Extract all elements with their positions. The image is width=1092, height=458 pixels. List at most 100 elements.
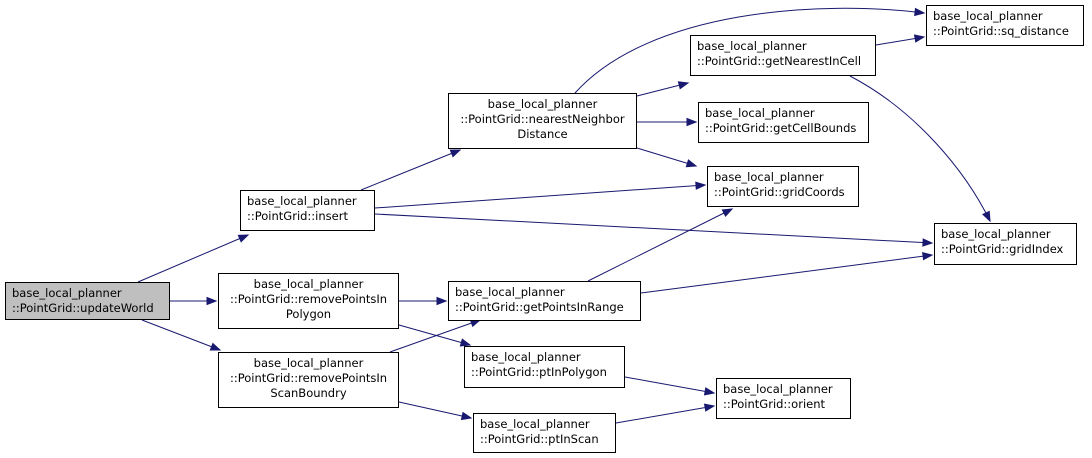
edge-getPointsInRange-gridCoords-line xyxy=(587,208,733,282)
node-updateWorld: base_local_planner ::PointGrid::updateWo… xyxy=(5,282,170,320)
edge-removePointsInScanBoundry-ptInScan xyxy=(398,401,473,421)
node-nearestNeighborDistance-line1: base_local_planner xyxy=(487,97,598,111)
edge-getPointsInRange-gridCoords xyxy=(587,208,734,282)
edge-updateWorld-removePointsInScanBoundry xyxy=(141,319,222,351)
node-getPointsInRange-line1: base_local_planner xyxy=(455,285,565,299)
node-gridCoords-line1: base_local_planner xyxy=(714,170,824,184)
edge-updateWorld-removePointsInPolygon-arrowhead xyxy=(206,296,218,306)
node-removePointsInPolygon-line2: ::PointGrid::removePointsIn xyxy=(229,292,388,306)
edge-insert-gridIndex-arrowhead xyxy=(922,238,934,247)
edge-insert-nearestNeighborDistance-line xyxy=(360,149,461,191)
edge-nearestNeighborDistance-gridCoords xyxy=(636,147,698,168)
node-insert[interactable]: base_local_planner ::PointGrid::insert xyxy=(240,190,375,231)
edge-removePointsInScanBoundry-ptInScan-arrowhead xyxy=(460,411,473,421)
edge-removePointsInScanBoundry-ptInScan-line xyxy=(398,401,472,419)
edge-nearestNeighborDistance-sq_distance-arrowhead xyxy=(914,7,926,17)
edge-ptInScan-orient-arrowhead xyxy=(703,403,716,412)
node-removePointsInScanBoundry-line1: base_local_planner xyxy=(253,356,364,370)
edge-insert-nearestNeighborDistance-arrowhead xyxy=(449,149,462,158)
edge-removePointsInScanBoundry-getPointsInRange-line xyxy=(389,319,481,353)
node-getPointsInRange[interactable]: base_local_planner ::PointGrid::getPoint… xyxy=(448,281,641,321)
node-getCellBounds[interactable]: base_local_planner ::PointGrid::getCellB… xyxy=(698,102,869,143)
node-gridCoords[interactable]: base_local_planner ::PointGrid::gridCoor… xyxy=(707,166,859,207)
edge-updateWorld-removePointsInPolygon xyxy=(170,296,218,306)
edge-updateWorld-insert-arrowhead xyxy=(237,234,250,243)
edge-removePointsInPolygon-getPointsInRange xyxy=(399,296,448,306)
node-getCellBounds-line2: ::PointGrid::getCellBounds xyxy=(705,121,857,135)
node-removePointsInPolygon-line3: Polygon xyxy=(285,307,332,321)
node-sq_distance-line1: base_local_planner xyxy=(933,9,1043,23)
node-gridIndex-line2: ::PointGrid::gridIndex xyxy=(941,242,1064,256)
edge-getPointsInRange-gridIndex xyxy=(640,252,934,294)
edge-insert-gridCoords-arrowhead xyxy=(695,181,707,190)
edge-getNearestInCell-gridIndex-line xyxy=(849,75,991,222)
node-orient-line1: base_local_planner xyxy=(723,382,833,396)
edge-getPointsInRange-gridIndex-line xyxy=(640,254,933,294)
edge-removePointsInPolygon-getPointsInRange-arrowhead xyxy=(436,296,448,306)
node-ptInScan-line2: ::PointGrid::ptInScan xyxy=(480,432,599,446)
node-ptInPolygon-line2: ::PointGrid::ptInPolygon xyxy=(471,365,607,379)
node-getNearestInCell-line1: base_local_planner xyxy=(697,39,807,53)
edge-nearestNeighborDistance-sq_distance-line xyxy=(574,7,925,94)
node-sq_distance[interactable]: base_local_planner ::PointGrid::sq_dista… xyxy=(926,5,1084,46)
edge-removePointsInPolygon-ptInPolygon-line xyxy=(398,324,471,346)
node-removePointsInPolygon[interactable]: base_local_planner ::PointGrid::removePo… xyxy=(218,273,399,329)
edge-ptInPolygon-orient xyxy=(624,376,716,396)
edge-insert-gridCoords xyxy=(374,181,707,209)
node-insert-line1: base_local_planner xyxy=(247,194,357,208)
node-nearestNeighborDistance[interactable]: base_local_planner ::PointGrid::nearestN… xyxy=(448,93,637,149)
edge-nearestNeighborDistance-getCellBounds-arrowhead xyxy=(686,117,698,127)
node-nearestNeighborDistance-line3: Distance xyxy=(517,127,568,141)
edge-nearestNeighborDistance-getNearestInCell xyxy=(636,81,690,97)
node-ptInPolygon[interactable]: base_local_planner ::PointGrid::ptInPoly… xyxy=(464,346,625,388)
node-gridIndex-line1: base_local_planner xyxy=(941,227,1051,241)
node-gridCoords-line2: ::PointGrid::gridCoords xyxy=(714,185,845,199)
node-getCellBounds-line1: base_local_planner xyxy=(705,106,815,120)
node-getPointsInRange-line2: ::PointGrid::getPointsInRange xyxy=(455,300,624,314)
edge-updateWorld-removePointsInScanBoundry-line xyxy=(141,319,221,351)
edge-getPointsInRange-gridCoords-arrowhead xyxy=(721,208,734,218)
node-orient[interactable]: base_local_planner ::PointGrid::orient xyxy=(716,378,851,419)
edge-updateWorld-insert-line xyxy=(137,234,249,283)
edge-nearestNeighborDistance-getNearestInCell-arrowhead xyxy=(677,81,690,90)
edge-updateWorld-insert xyxy=(137,234,250,283)
edge-removePointsInPolygon-ptInPolygon-arrowhead xyxy=(459,338,472,347)
edge-insert-gridIndex-line xyxy=(374,213,933,244)
node-removePointsInPolygon-line1: base_local_planner xyxy=(253,277,364,291)
edge-ptInScan-orient-line xyxy=(615,405,715,424)
edge-nearestNeighborDistance-sq_distance xyxy=(574,7,926,94)
node-updateWorld-line2: ::PointGrid::updateWorld xyxy=(12,301,154,315)
node-ptInScan-line1: base_local_planner xyxy=(480,417,590,431)
edge-getNearestInCell-sq_distance-arrowhead xyxy=(913,34,926,43)
node-insert-line2: ::PointGrid::insert xyxy=(247,209,348,223)
edge-ptInPolygon-orient-line xyxy=(624,376,715,394)
node-updateWorld-line1: base_local_planner xyxy=(12,286,122,300)
node-ptInPolygon-line1: base_local_planner xyxy=(471,350,581,364)
edge-ptInPolygon-orient-arrowhead xyxy=(703,387,716,396)
node-ptInScan[interactable]: base_local_planner ::PointGrid::ptInScan xyxy=(473,413,616,453)
edge-ptInScan-orient xyxy=(615,403,716,424)
node-orient-line2: ::PointGrid::orient xyxy=(723,397,826,411)
edge-insert-gridIndex xyxy=(374,213,934,247)
node-nearestNeighborDistance-line2: ::PointGrid::nearestNeighbor xyxy=(460,112,625,126)
edge-getNearestInCell-gridIndex-arrowhead xyxy=(982,210,991,223)
node-gridIndex[interactable]: base_local_planner ::PointGrid::gridInde… xyxy=(934,223,1077,265)
edge-nearestNeighborDistance-gridCoords-line xyxy=(636,147,697,167)
node-removePointsInScanBoundry-line3: ScanBoundry xyxy=(270,386,347,400)
edge-nearestNeighborDistance-gridCoords-arrowhead xyxy=(685,159,698,168)
node-sq_distance-line2: ::PointGrid::sq_distance xyxy=(933,24,1069,38)
edge-getPointsInRange-gridIndex-arrowhead xyxy=(922,252,934,261)
node-getNearestInCell-line2: ::PointGrid::getNearestInCell xyxy=(697,54,862,68)
edge-getNearestInCell-gridIndex xyxy=(849,75,991,223)
node-removePointsInScanBoundry-line2: ::PointGrid::removePointsIn xyxy=(229,371,388,385)
node-getNearestInCell[interactable]: base_local_planner ::PointGrid::getNeare… xyxy=(690,35,876,76)
edge-updateWorld-removePointsInScanBoundry-arrowhead xyxy=(209,342,222,351)
edge-insert-nearestNeighborDistance xyxy=(360,149,462,191)
node-removePointsInScanBoundry[interactable]: base_local_planner ::PointGrid::removePo… xyxy=(218,352,399,408)
edge-nearestNeighborDistance-getCellBounds xyxy=(637,117,698,127)
edge-insert-gridCoords-line xyxy=(374,184,706,209)
edge-getNearestInCell-sq_distance xyxy=(875,34,926,46)
edge-removePointsInPolygon-ptInPolygon xyxy=(398,324,472,347)
